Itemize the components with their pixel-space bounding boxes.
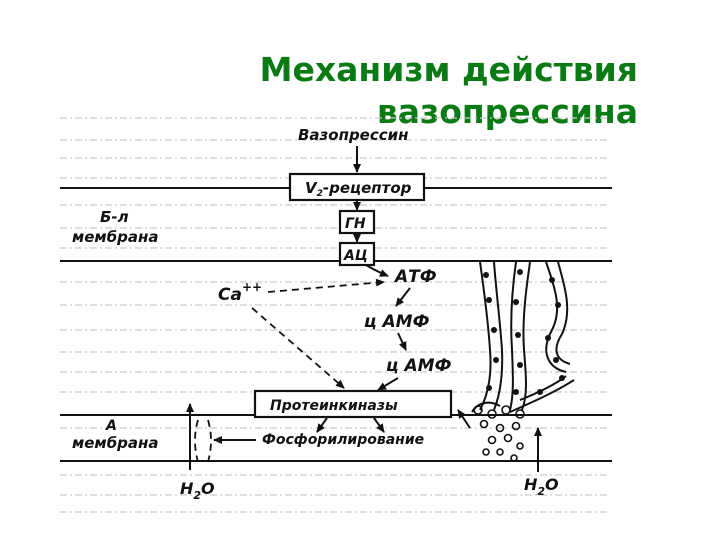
v2-receptor-box — [288, 172, 426, 202]
phosphorylation-label: Фосфорилирование — [262, 432, 424, 448]
ac-label: АЦ — [343, 248, 368, 264]
ac-to-atp-arrow — [365, 264, 389, 277]
a-membrane-label-line-1: А — [105, 418, 117, 434]
atp-label: АТФ — [393, 267, 437, 287]
atp-to-camp-arrow — [395, 287, 411, 307]
camp-label-1: ц АМФ — [364, 312, 430, 332]
gn-label: ГН — [345, 216, 366, 232]
slide-title-line-2: вазопрессина — [376, 92, 638, 130]
water-right-label: H2O — [524, 475, 559, 498]
slide-title-line-1: Механизм действия — [259, 50, 638, 89]
vesicle-dots — [483, 269, 565, 395]
kinase-down-arrow-left — [316, 417, 328, 433]
droplets-to-kinase-arrow — [457, 409, 471, 429]
protein-kinases-box — [253, 389, 453, 419]
ac-box — [338, 241, 376, 267]
bl-membrane-label-line-1: Б-л — [100, 208, 129, 226]
calcium-to-atp-dashed-arrow — [267, 278, 385, 293]
a-membrane-label-line-2: мембрана — [72, 434, 159, 452]
v2-receptor-label: V2-рецептор — [305, 179, 412, 199]
calcium-to-kinase-dashed-arrow — [251, 307, 345, 389]
background-text-texture — [60, 117, 610, 513]
camp-to-camp-arrow — [397, 332, 407, 351]
vasopressin-label: Вазопрессин — [298, 126, 409, 144]
aquaporin-channel — [194, 419, 212, 463]
bl-membrane-label-line-2: мембрана — [72, 228, 159, 246]
water-left-label: H2O — [180, 479, 215, 502]
protein-kinases-label: Протеинкиназы — [270, 398, 398, 414]
camp-label-2: ц АМФ — [386, 356, 452, 376]
water-droplets — [473, 405, 525, 462]
camp-to-kinase-arrow — [377, 377, 399, 391]
calcium-label: Ca++ — [218, 280, 262, 305]
kinase-down-arrow-right — [373, 417, 385, 433]
